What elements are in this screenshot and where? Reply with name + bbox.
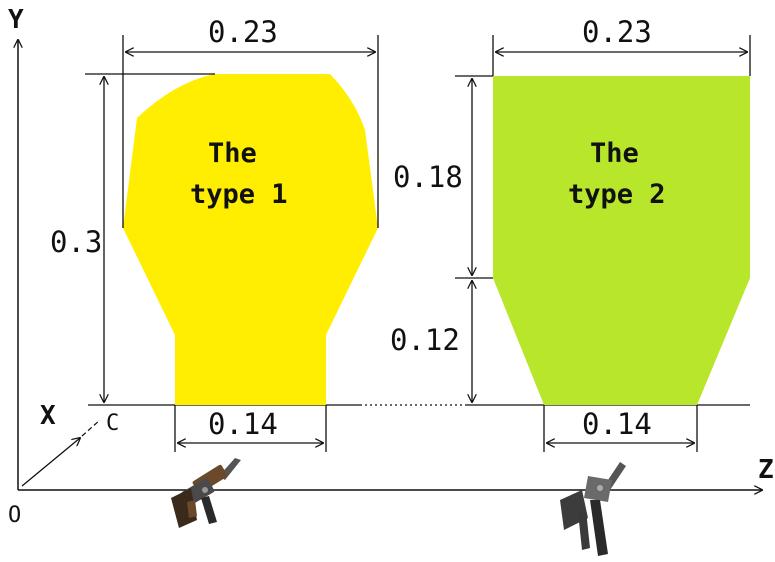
x-axis-label: X <box>40 401 56 431</box>
type2-title-line1: The <box>590 138 639 169</box>
type2-top-width-label: 0.23 <box>582 15 652 49</box>
y-axis-label: Y <box>8 5 24 35</box>
type1-title-line2: type 1 <box>190 179 288 210</box>
type2-top-width-dimension <box>492 35 751 76</box>
z-axis-label: Z <box>758 455 774 485</box>
type1-top-width-label: 0.23 <box>208 15 278 49</box>
type2-shape <box>493 76 750 405</box>
rifle-icon <box>171 458 241 528</box>
type2-upper-height-label: 0.18 <box>393 160 463 194</box>
type1-height-dimension <box>85 73 215 402</box>
rifle-icon <box>560 462 626 556</box>
type2-bottom-width-dimension <box>543 405 698 452</box>
x-axis <box>21 419 101 487</box>
type1-shape <box>123 74 378 405</box>
type1-top-width-dimension <box>122 35 379 228</box>
origin-label: O <box>8 503 21 528</box>
type2-bottom-width-label: 0.14 <box>582 407 652 441</box>
type1-bottom-width-label: 0.14 <box>208 407 278 441</box>
type2-title-line2: type 2 <box>568 179 666 210</box>
type1-height-label: 0.3 <box>50 225 102 259</box>
type1-title-line1: The <box>208 138 257 169</box>
type1-bottom-width-dimension <box>174 405 327 452</box>
type2-height-dimensions <box>455 75 493 402</box>
type2-lower-height-label: 0.12 <box>390 323 460 357</box>
c-point-label: C <box>106 411 119 436</box>
